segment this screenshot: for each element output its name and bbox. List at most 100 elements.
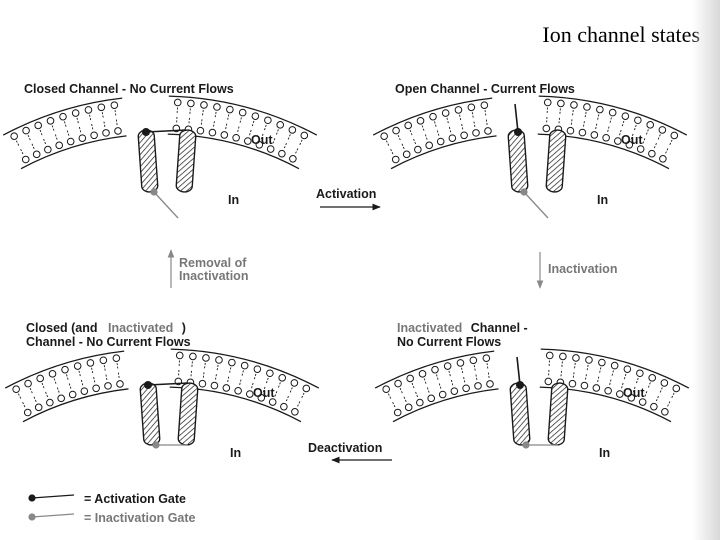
lipid-tail: [413, 138, 417, 146]
inactivated-channel-label-line2: No Current Flows: [397, 335, 501, 349]
lipid-tail: [250, 382, 254, 390]
lipid-head: [416, 117, 425, 125]
membrane-edge: [390, 135, 497, 170]
lipid-head: [404, 403, 413, 412]
lipid-tail: [287, 134, 291, 141]
lipid-tail: [89, 114, 92, 122]
lipid-tail: [200, 119, 203, 126]
inactivation-gate-line: [153, 191, 179, 219]
lipid-tail: [399, 387, 404, 395]
lipid-head: [394, 379, 402, 388]
membrane-edge: [372, 97, 493, 136]
legend-activation-gate-label: = Activation Gate: [84, 492, 186, 506]
lipid-head: [615, 390, 624, 398]
lipid-tail: [105, 374, 108, 382]
lipid-head: [59, 112, 67, 121]
lipid-head: [460, 131, 468, 140]
lipid-head: [613, 137, 622, 145]
lipid-tail: [66, 374, 69, 381]
lipid-tail: [236, 126, 240, 134]
lipid-head: [114, 127, 122, 135]
lipid-tail: [448, 370, 452, 378]
lipid-head: [57, 394, 65, 403]
lipid-tail: [66, 130, 70, 137]
lipid-head: [276, 121, 285, 129]
lipid-tail: [300, 392, 305, 399]
lipid-tail: [611, 370, 614, 377]
lipid-head: [255, 140, 264, 149]
deactivation-label: Deactivation: [308, 441, 382, 455]
lipid-head: [278, 374, 287, 382]
lipid-tail: [78, 370, 82, 378]
lipid-tail: [91, 123, 94, 131]
lipid-tail: [103, 365, 106, 372]
removal-label-line1: Removal of: [179, 256, 247, 270]
lipid-tail: [570, 119, 573, 126]
lipid-tail: [294, 148, 299, 155]
lipid-tail: [653, 142, 657, 150]
lipid-head: [450, 387, 459, 395]
lipid-tail: [190, 370, 192, 378]
lipid-tail: [228, 367, 232, 374]
lipid-tail: [571, 109, 574, 117]
activation-gate-icon: [144, 381, 152, 389]
lipid-head: [84, 106, 93, 114]
lipid-head: [302, 384, 311, 393]
lipid-head: [580, 381, 589, 390]
lipid-tail: [666, 401, 671, 408]
channel-subunit: [547, 382, 569, 446]
lipid-tail: [265, 377, 269, 385]
lipid-head: [404, 121, 412, 130]
lipid-tail: [53, 378, 57, 385]
lipid-tail: [655, 395, 659, 403]
channel-subunit: [175, 129, 197, 193]
lipid-head: [34, 121, 42, 130]
activation-gate-line: [516, 356, 521, 386]
lipid-head: [210, 381, 219, 390]
lipid-tail: [56, 387, 60, 394]
inactivation-gate-icon: [520, 188, 528, 196]
membrane-edge: [374, 350, 495, 389]
lipid-tail: [39, 129, 43, 137]
lipid-head: [278, 149, 286, 158]
in-label-open: In: [597, 193, 608, 207]
lipid-tail: [423, 378, 427, 385]
lipid-head: [71, 109, 80, 117]
lipid-tail: [76, 117, 80, 125]
lipid-head: [462, 384, 470, 393]
lipid-head: [456, 359, 465, 367]
lipid-head: [661, 407, 669, 416]
lipid-tail: [45, 391, 49, 399]
lipid-head: [66, 137, 75, 146]
lipid-head: [99, 356, 108, 365]
lipid-head: [590, 131, 599, 139]
lipid-tail: [64, 121, 67, 128]
lipid-tail: [582, 121, 585, 128]
lipid-tail: [260, 133, 264, 141]
lipid-tail: [473, 365, 476, 372]
lipid-head: [22, 126, 30, 135]
lipid-tail: [426, 387, 430, 394]
lipid-head: [382, 385, 390, 394]
lipid-head: [200, 101, 208, 109]
lipid-tail: [272, 138, 276, 145]
lipid-head: [104, 382, 112, 390]
lipid-head: [572, 354, 580, 362]
channel-subunit: [137, 129, 159, 193]
lipid-tail: [436, 130, 440, 137]
lipid-tail: [101, 112, 104, 119]
lipid-head: [448, 134, 457, 142]
lipid-head: [596, 105, 604, 114]
lipid-head: [196, 126, 205, 135]
lipid-head: [602, 133, 610, 142]
lipid-head: [625, 140, 634, 149]
lipid-tail: [598, 367, 602, 374]
lipid-tail: [17, 393, 22, 400]
lipid-head: [116, 380, 124, 388]
lipid-tail: [103, 121, 106, 129]
lipid-tail: [214, 374, 217, 381]
lipid-head: [90, 131, 98, 140]
lipid-tail: [214, 111, 217, 119]
closed-inactivated-label: Closed (and Inactivated ): [26, 319, 186, 336]
lipid-head: [621, 112, 630, 120]
